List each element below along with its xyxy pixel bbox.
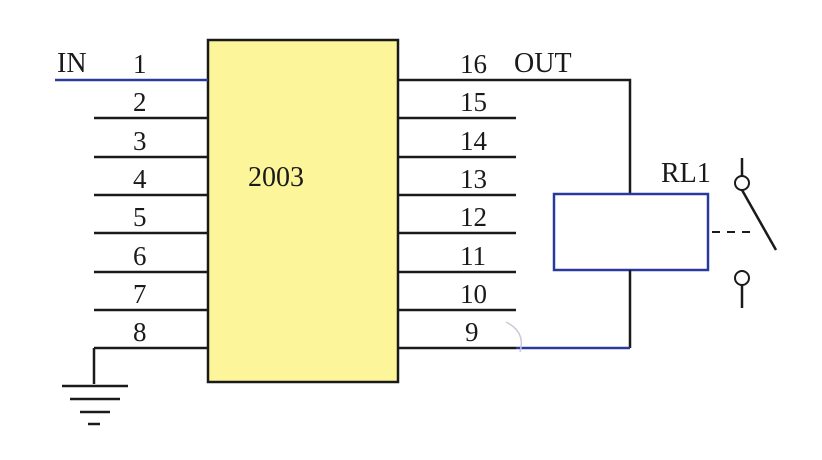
right-pin-label: 14 [460, 126, 488, 156]
right-pin-label: 16 [460, 49, 487, 79]
right-pin-label: 11 [460, 241, 486, 271]
input-label: IN [57, 48, 87, 79]
uln2003-chip [206, 38, 400, 384]
left-pin-label: 2 [133, 87, 147, 117]
relay-contact-top [734, 175, 750, 191]
wire-curve-artifact [505, 321, 523, 353]
left-pin-label: 8 [133, 317, 147, 347]
left-pin-group: 1 2 3 4 5 6 7 8 [94, 49, 208, 350]
right-pin-group: 16 15 14 13 12 11 10 9 [398, 49, 516, 350]
relay-contact-bottom [734, 270, 750, 286]
right-pin-label: 12 [460, 202, 487, 232]
left-pin-label: 5 [133, 202, 147, 232]
chip-label: 2003 [248, 162, 304, 193]
left-pin-label: 6 [133, 241, 147, 271]
output-label: OUT [514, 48, 572, 79]
left-pin-label: 7 [133, 279, 147, 309]
right-pin-label: 9 [465, 317, 479, 347]
ground-icon [62, 384, 128, 426]
relay-label: RL1 [661, 158, 711, 189]
right-pin-label: 15 [460, 87, 487, 117]
relay-coil [552, 192, 710, 272]
output-wire [516, 78, 632, 194]
relay-switch-arm [740, 189, 778, 251]
left-pin-label: 4 [133, 164, 147, 194]
right-pin-label: 13 [460, 164, 487, 194]
left-pin-label: 1 [133, 49, 147, 79]
right-pin-label: 10 [460, 279, 487, 309]
left-pin-label: 3 [133, 126, 147, 156]
